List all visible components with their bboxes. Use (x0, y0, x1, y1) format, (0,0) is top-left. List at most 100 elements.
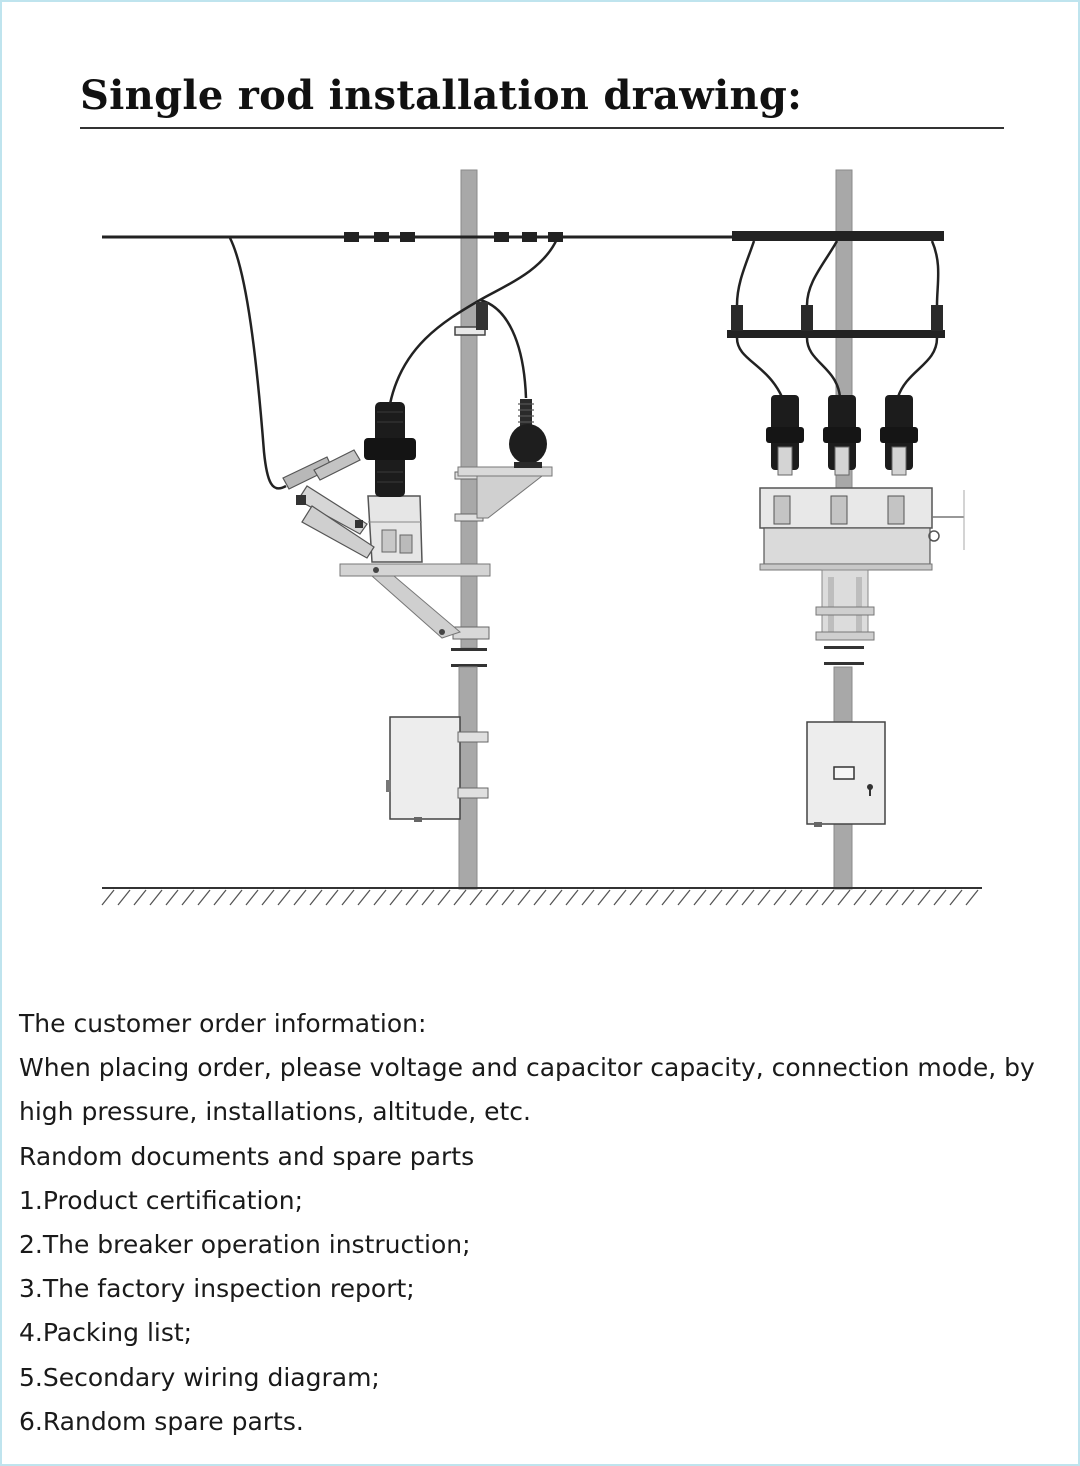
ground-hatch (613, 889, 627, 906)
left-pole-gap-mark (451, 664, 487, 667)
ground-hatch (645, 889, 659, 906)
lower-crossarm (727, 330, 945, 338)
ground-hatch (389, 889, 403, 906)
ground-hatch (181, 889, 195, 906)
documents-heading: Random documents and spare parts (19, 1141, 475, 1171)
ground-hatch (821, 889, 835, 906)
document-item: 4.Packing list; (19, 1318, 193, 1348)
ground-hatch (837, 889, 851, 906)
ground-hatch (885, 889, 899, 906)
ground-hatch (949, 889, 963, 906)
left-pole-gap-mark (451, 648, 487, 651)
ground-line (101, 887, 982, 906)
ground-hatch (293, 889, 307, 906)
left-circuit-breaker (282, 402, 423, 563)
ground-hatch (773, 889, 787, 906)
ground-hatch (549, 889, 563, 906)
installation-drawing (101, 169, 982, 906)
ground-hatch (661, 889, 675, 906)
left-control-box (386, 716, 489, 822)
breaker-bracket-brace (370, 575, 462, 639)
ground-hatch (917, 889, 931, 906)
right-circuit-breaker (759, 487, 965, 571)
left-pole-lower (458, 666, 478, 890)
pole-arrester (476, 302, 488, 330)
ground-hatch (757, 889, 771, 906)
ground-hatch (421, 889, 435, 906)
three-phase-insulators (766, 395, 918, 476)
ground-hatch (933, 889, 947, 906)
voltage-transformer (509, 399, 547, 468)
left-pole-assembly (228, 169, 559, 890)
ground-hatch (309, 889, 323, 906)
ground-hatch (581, 889, 595, 906)
pt-platform (457, 466, 553, 477)
document-item: 1.Product certification; (19, 1185, 303, 1215)
ground-hatch (325, 889, 339, 906)
ground-hatch (101, 889, 115, 906)
right-pole-gap-mark (824, 646, 864, 649)
ground-hatch (869, 889, 883, 906)
ground-hatch (517, 889, 531, 906)
arm-lead (228, 237, 287, 490)
ground-hatch (245, 889, 259, 906)
document-item: 2.The breaker operation instruction; (19, 1230, 471, 1260)
ground-hatch (677, 889, 691, 906)
document-item: 3.The factory inspection report; (19, 1274, 415, 1304)
ground-hatch (725, 889, 739, 906)
page-title: Single rod installation drawing: (80, 72, 803, 119)
breaker-lead (388, 238, 559, 405)
ground-hatch (373, 889, 387, 906)
ground-hatch (629, 889, 643, 906)
ground-hatch (741, 889, 755, 906)
ground-hatch (229, 889, 243, 906)
right-pole-gap-mark (824, 662, 864, 665)
pt-lead (479, 298, 528, 399)
ground-hatch (261, 889, 275, 906)
ground-hatch (213, 889, 227, 906)
ground-hatch (789, 889, 803, 906)
ground-hatch (901, 889, 915, 906)
crossarm-arresters (731, 305, 943, 331)
ground-hatch (805, 889, 819, 906)
ground-hatch (853, 889, 867, 906)
right-control-box (806, 721, 886, 827)
operating-arm (297, 485, 368, 535)
ground-hatch (437, 889, 451, 906)
ground-hatch (341, 889, 355, 906)
ground-hatch (469, 889, 483, 906)
document-item: 6.Random spare parts. (19, 1406, 304, 1436)
ground-hatch (453, 889, 467, 906)
info-heading: The customer order information: (19, 1009, 427, 1038)
ground-hatch (485, 889, 499, 906)
document-item: 5.Secondary wiring diagram; (19, 1362, 380, 1392)
pole-clamp (454, 326, 486, 336)
order-information: The customer order information: When pla… (19, 1002, 1059, 1444)
order-note-line-1: When placing order, please voltage and c… (19, 1053, 1035, 1083)
ground-hatch (533, 889, 547, 906)
ground-hatch (565, 889, 579, 906)
ground-hatch (709, 889, 723, 906)
ground-hatch (965, 889, 979, 906)
ground-hatch (197, 889, 211, 906)
pt-bracket-brace (476, 475, 544, 519)
ground-hatch (405, 889, 419, 906)
title-underline (80, 127, 1004, 129)
ground-hatch (501, 889, 515, 906)
breaker-platform (339, 563, 491, 577)
ground-hatch (597, 889, 611, 906)
upper-crossarm (732, 231, 944, 241)
breaker-mount (815, 569, 875, 641)
ground-hatch (117, 889, 131, 906)
ground-hatch (693, 889, 707, 906)
right-pole-assembly (727, 169, 965, 890)
ground-hatch (149, 889, 163, 906)
order-note-line-2: high pressure, installations, altitude, … (19, 1097, 531, 1127)
jumper-wires (735, 240, 940, 398)
ground-hatch (165, 889, 179, 906)
ground-hatch (357, 889, 371, 906)
line-connectors (344, 232, 563, 242)
ground-hatch (133, 889, 147, 906)
ground-hatch (277, 889, 291, 906)
